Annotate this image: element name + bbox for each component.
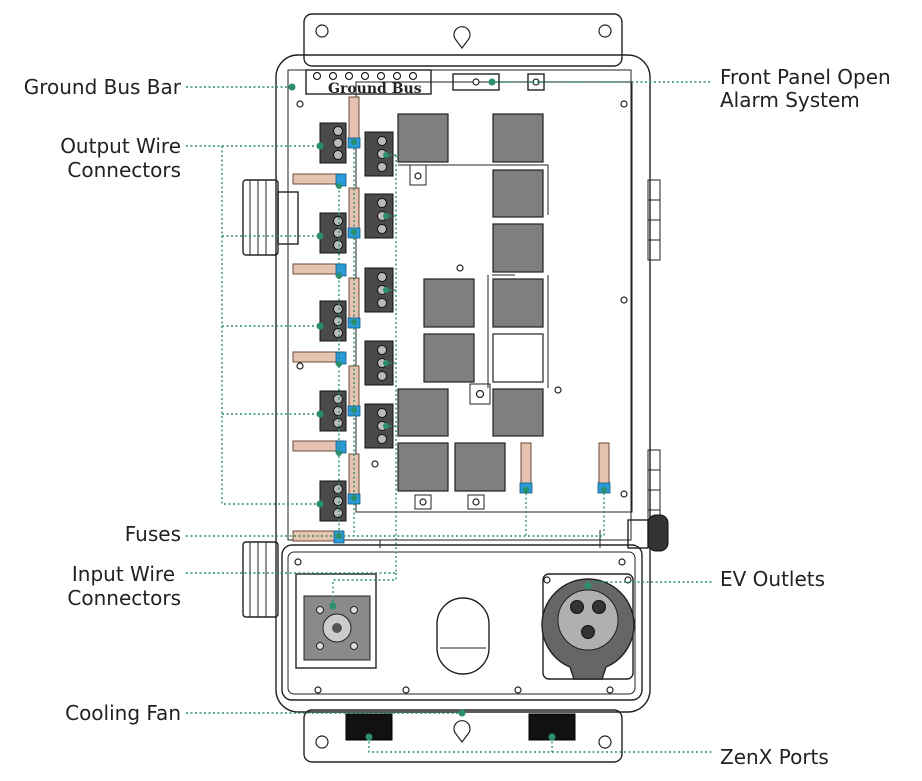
fuses-label: Fuses	[124, 522, 181, 546]
ground-bus-bar: Ground Bus	[305, 69, 432, 97]
ev-outlet	[541, 573, 635, 680]
lower-conduit-fitting	[242, 541, 279, 618]
ground-bus-bar-label: Ground Bus Bar	[23, 75, 181, 99]
zenx-ports-label: ZenX Ports	[720, 745, 829, 769]
front-panel-alarm-switch	[452, 73, 545, 91]
right-knob	[627, 514, 669, 552]
internal-rails	[296, 100, 628, 510]
output-terminal-blocks-right	[364, 131, 394, 449]
upper-conduit-fitting	[242, 179, 299, 256]
input-wire-connectors-label-line1: Input Wire	[71, 562, 175, 586]
cooling-fan-label: Cooling Fan	[65, 701, 181, 725]
top-mounting-flange	[303, 13, 623, 67]
input-wire-connector-block	[295, 573, 377, 669]
front-panel-alarm-label-line1: Front Panel Open	[720, 65, 891, 89]
output-terminal-blocks-left	[319, 122, 347, 522]
leader-lines	[186, 78, 712, 753]
cable-gland	[436, 597, 490, 675]
output-wire-connectors-label-line2: Connectors	[67, 158, 181, 182]
input-wire-connectors-label-line2: Connectors	[67, 586, 181, 610]
output-wire-connectors-label-line1: Output Wire	[60, 134, 181, 158]
relay-blocks	[397, 113, 544, 492]
ground-bus-label: Ground Bus	[328, 81, 422, 97]
ev-outlets-label: EV Outlets	[720, 567, 826, 591]
front-panel-alarm-label-line2: Alarm System	[720, 88, 860, 112]
lower-box-screws	[294, 530, 626, 694]
